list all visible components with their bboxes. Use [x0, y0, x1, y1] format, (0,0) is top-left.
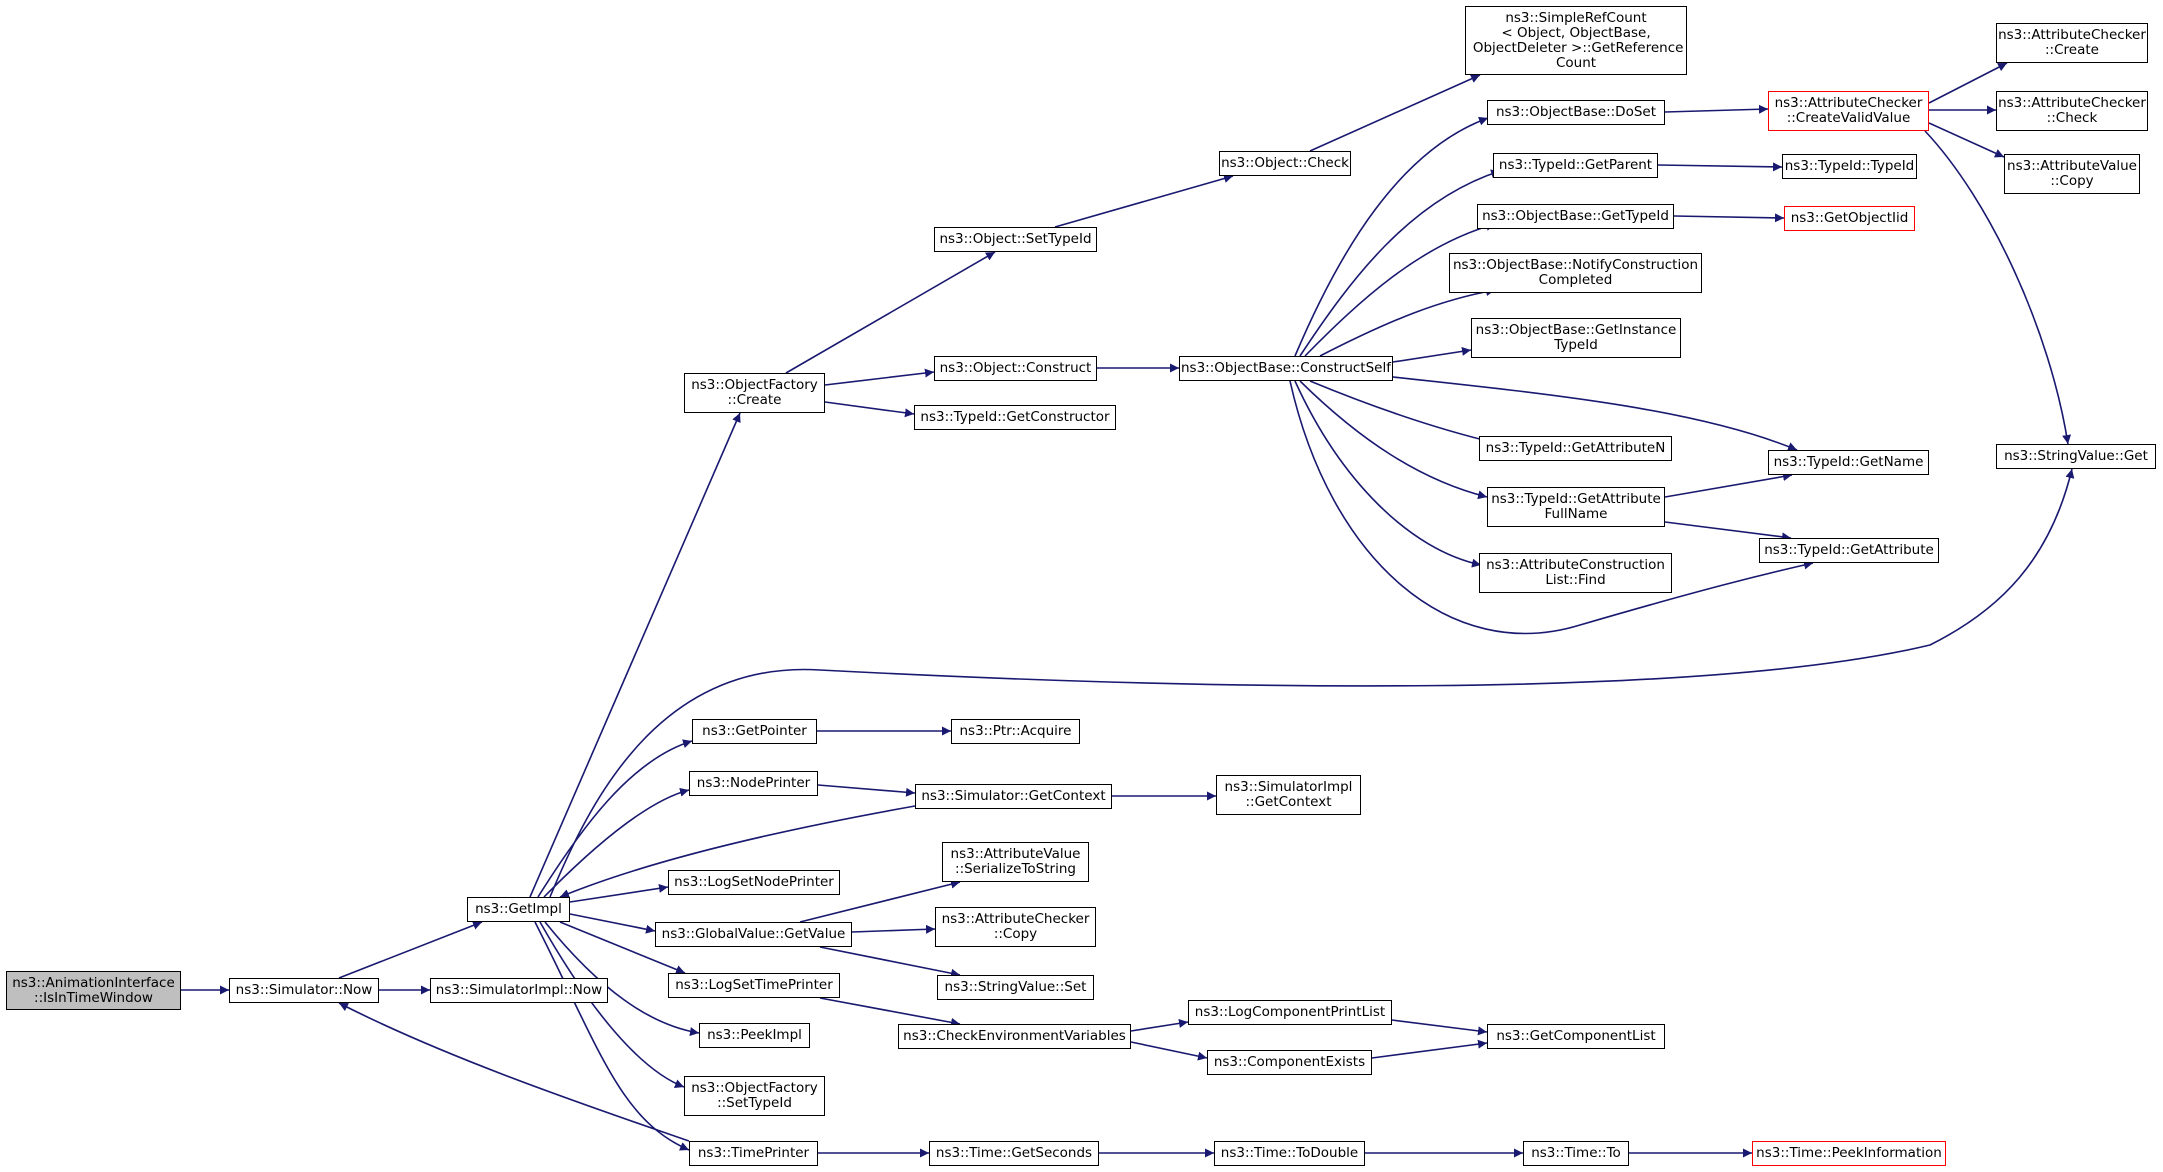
- edge-globalvalue-to-attrchecker-copy: [851, 924, 936, 934]
- edge-logsettimeprinter-to-checkenv: [819, 997, 961, 1027]
- edge-logcomponentprintlist-to-getcomponentlist: [1391, 1019, 1488, 1036]
- node-getcomponentlist[interactable]: ns3::GetComponentList: [1487, 1024, 1665, 1049]
- node-ptr-acquire[interactable]: ns3::Ptr::Acquire: [951, 719, 1080, 744]
- edge-createvalid-to-attrvalue-copy: [1928, 122, 2005, 158]
- edge-sim-now-to-getimpl: [338, 921, 483, 979]
- edge-objfactory-create-to-object-construct: [824, 368, 935, 386]
- edge-constructself-to-typeid-getattribute: [1289, 380, 1814, 635]
- node-simplerefcount-getreferencecount[interactable]: ns3::SimpleRefCount < Object, ObjectBase…: [1465, 6, 1687, 75]
- edge-doset-to-createvalid: [1664, 104, 1769, 114]
- edge-globalvalue-to-stringvalue-set: [819, 946, 961, 978]
- edge-getimpl-to-objfactory-settypeid: [539, 921, 685, 1088]
- node-objectbase-doset[interactable]: ns3::ObjectBase::DoSet: [1487, 100, 1665, 125]
- node-typeid-getattributen[interactable]: ns3::TypeId::GetAttributeN: [1479, 436, 1672, 461]
- edge-constructself-to-typeid-getname: [1392, 376, 1798, 451]
- node-stringvalue-get[interactable]: ns3::StringValue::Get: [1996, 444, 2156, 469]
- edge-getimpl-to-nodeprinter: [543, 787, 690, 898]
- edge-constructself-to-objbase-gettypeid: [1304, 222, 1496, 357]
- edge-checkenv-to-logcomponentprintlist: [1130, 1018, 1189, 1032]
- edge-constructself-to-notify: [1319, 287, 1496, 357]
- edge-getimpl-to-stringvalue-get: [549, 468, 2075, 898]
- node-objectbase-getinstancetypeid[interactable]: ns3::ObjectBase::GetInstance TypeId: [1471, 318, 1681, 358]
- node-simulator-now[interactable]: ns3::Simulator::Now: [229, 978, 379, 1003]
- node-simulator-getcontext[interactable]: ns3::Simulator::GetContext: [915, 784, 1112, 809]
- node-attributechecker-check[interactable]: ns3::AttributeChecker ::Check: [1996, 91, 2148, 131]
- edge-getimpl-to-peekimpl: [544, 921, 700, 1036]
- node-logsetnodeprinter[interactable]: ns3::LogSetNodePrinter: [668, 870, 840, 895]
- node-simulatorimpl-getcontext[interactable]: ns3::SimulatorImpl ::GetContext: [1216, 775, 1361, 815]
- node-object-check[interactable]: ns3::Object::Check: [1219, 151, 1351, 176]
- edge-objfactory-create-to-typeid-getconstructor: [824, 401, 915, 418]
- node-timeprinter[interactable]: ns3::TimePrinter: [689, 1141, 818, 1166]
- edge-getimpl-to-objfactory-create: [529, 412, 741, 898]
- node-typeid-getparent[interactable]: ns3::TypeId::GetParent: [1493, 153, 1658, 178]
- edge-constructself-to-doset: [1294, 116, 1489, 357]
- node-attributevalue-copy[interactable]: ns3::AttributeValue ::Copy: [2004, 154, 2140, 194]
- node-time-to[interactable]: ns3::Time::To: [1523, 1141, 1629, 1166]
- edge-componentexists-to-getcomponentlist: [1371, 1039, 1488, 1059]
- node-object-settypeid[interactable]: ns3::Object::SetTypeId: [934, 227, 1097, 252]
- edge-globalvalue-to-attrvalue-serialize: [799, 879, 961, 923]
- edge-timeprinter-to-sim-now: [338, 1002, 690, 1142]
- edge-constructself-to-getinstance: [1392, 346, 1472, 363]
- node-nodeprinter[interactable]: ns3::NodePrinter: [689, 771, 818, 796]
- node-componentexists[interactable]: ns3::ComponentExists: [1207, 1050, 1372, 1075]
- edge-checkenv-to-componentexists: [1130, 1041, 1208, 1061]
- edge-getimpl-to-logsetnodeprinter: [569, 883, 669, 903]
- node-logsettimeprinter[interactable]: ns3::LogSetTimePrinter: [668, 973, 840, 998]
- edge-constructself-to-attrconstr-find: [1294, 380, 1482, 568]
- node-attributevalue-serializetostring[interactable]: ns3::AttributeValue ::SerializeToString: [942, 842, 1089, 882]
- node-peekimpl[interactable]: ns3::PeekImpl: [699, 1023, 810, 1048]
- edge-object-settypeid-to-object-check: [1054, 174, 1234, 228]
- edge-getattrfullname-to-typeid-getattribute: [1664, 521, 1792, 542]
- node-attributeconstructionlist-find[interactable]: ns3::AttributeConstruction List::Find: [1479, 553, 1672, 593]
- node-logcomponentprintlist[interactable]: ns3::LogComponentPrintList: [1188, 1000, 1392, 1025]
- edge-getattrfullname-to-typeid-getname: [1664, 472, 1793, 498]
- edge-createvalid-to-attrchecker-create: [1928, 62, 2008, 104]
- node-time-todouble[interactable]: ns3::Time::ToDouble: [1214, 1141, 1365, 1166]
- node-animationinterface-isintimewindow: ns3::AnimationInterface ::IsInTimeWindow: [6, 971, 181, 1010]
- node-typeid-typeid[interactable]: ns3::TypeId::TypeId: [1782, 154, 1917, 179]
- edge-objbase-gettypeid-to-getobjectiid: [1673, 213, 1785, 223]
- edge-constructself-to-getattributen: [1309, 380, 1501, 447]
- edge-sim-getcontext-to-getimpl: [559, 805, 916, 898]
- node-time-getseconds[interactable]: ns3::Time::GetSeconds: [929, 1141, 1099, 1166]
- edge-createvalid-to-stringvalue-get: [1924, 130, 2072, 445]
- node-simulatorimpl-now[interactable]: ns3::SimulatorImpl::Now: [430, 978, 608, 1003]
- node-time-peekinformation[interactable]: ns3::Time::PeekInformation: [1752, 1141, 1946, 1166]
- edge-constructself-to-getattrfullname: [1299, 380, 1488, 500]
- node-objectfactory-create[interactable]: ns3::ObjectFactory ::Create: [684, 373, 825, 413]
- edge-getimpl-to-getpointer: [537, 739, 693, 898]
- node-objectfactory-settypeid[interactable]: ns3::ObjectFactory ::SetTypeId: [684, 1076, 825, 1116]
- edge-typeid-getparent-to-typeid-typeid: [1657, 162, 1783, 172]
- node-attributechecker-copy[interactable]: ns3::AttributeChecker ::Copy: [935, 907, 1096, 947]
- edge-getimpl-to-globalvalue-getvalue: [569, 913, 656, 934]
- edge-getimpl-to-logsettimeprinter: [559, 921, 686, 974]
- node-attributechecker-create[interactable]: ns3::AttributeChecker ::Create: [1996, 23, 2148, 63]
- edge-constructself-to-typeid-getparent: [1299, 169, 1501, 357]
- node-getimpl[interactable]: ns3::GetImpl: [467, 897, 570, 922]
- node-typeid-getconstructor[interactable]: ns3::TypeId::GetConstructor: [914, 405, 1116, 430]
- node-objectbase-constructself[interactable]: ns3::ObjectBase::ConstructSelf: [1179, 356, 1393, 381]
- node-objectbase-notifyconstructioncompleted[interactable]: ns3::ObjectBase::NotifyConstruction Comp…: [1449, 253, 1702, 293]
- node-attributechecker-createvalidvalue[interactable]: ns3::AttributeChecker ::CreateValidValue: [1768, 91, 1929, 131]
- edge-objfactory-create-to-object-settypeid: [785, 251, 996, 374]
- edge-nodeprinter-to-sim-getcontext: [817, 784, 916, 797]
- node-globalvalue-getvalue[interactable]: ns3::GlobalValue::GetValue: [655, 922, 852, 947]
- node-object-construct[interactable]: ns3::Object::Construct: [934, 356, 1097, 381]
- edge-getimpl-to-timeprinter: [534, 921, 690, 1151]
- node-typeid-getattribute[interactable]: ns3::TypeId::GetAttribute: [1759, 538, 1939, 563]
- node-getobjectiid[interactable]: ns3::GetObjectIid: [1784, 206, 1915, 231]
- node-checkenvironmentvariables[interactable]: ns3::CheckEnvironmentVariables: [898, 1024, 1131, 1049]
- node-stringvalue-set[interactable]: ns3::StringValue::Set: [937, 975, 1094, 1000]
- node-typeid-getname[interactable]: ns3::TypeId::GetName: [1768, 450, 1929, 475]
- node-objectbase-gettypeid[interactable]: ns3::ObjectBase::GetTypeId: [1477, 204, 1674, 229]
- node-getpointer[interactable]: ns3::GetPointer: [692, 719, 817, 744]
- edge-object-check-to-simplerefcount: [1309, 74, 1481, 152]
- node-typeid-getattributefullname[interactable]: ns3::TypeId::GetAttribute FullName: [1487, 487, 1665, 527]
